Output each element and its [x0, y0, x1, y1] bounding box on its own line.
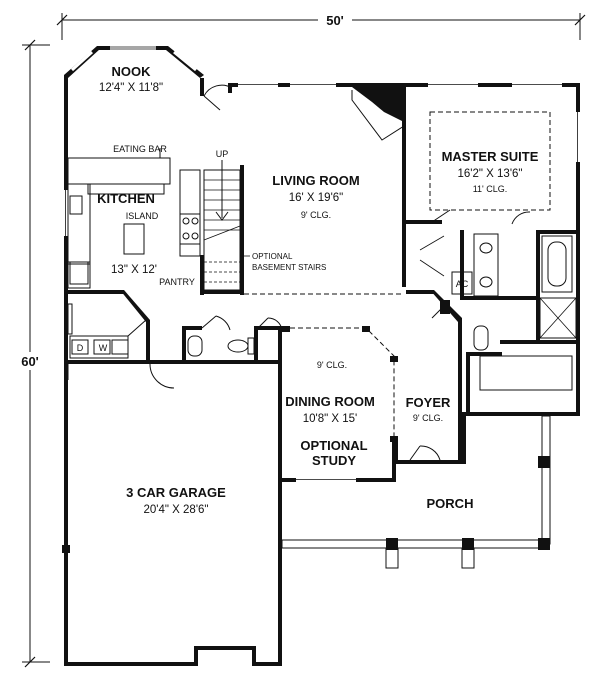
- island-label: ISLAND: [126, 211, 159, 221]
- porch-label: PORCH: [427, 496, 474, 511]
- basement-stairs-line2: BASEMENT STAIRS: [252, 263, 326, 272]
- depth-dimension: 60': [20, 39, 50, 668]
- nook-size: 12'4" X 11'8": [99, 82, 163, 94]
- kitchen-island: [123, 223, 145, 255]
- nook-windows: [64, 46, 580, 482]
- eating-bar-label: EATING BAR: [113, 144, 167, 154]
- master-bath: [419, 233, 577, 391]
- dining-room-boundary: [282, 327, 395, 440]
- fireplace-hearth: [351, 90, 405, 141]
- foyer-ceiling: 9' CLG.: [413, 413, 443, 423]
- depth-dimension-label: 60': [21, 354, 39, 369]
- dining-room-size: 10'8" X 15': [303, 413, 358, 425]
- powder-room: [187, 315, 283, 357]
- garage-label: 3 CAR GARAGE: [126, 485, 226, 500]
- porch-railing: [281, 415, 551, 569]
- kitchen-size: 13" X 12': [111, 264, 157, 276]
- width-dimension: 50': [56, 12, 586, 40]
- washer-label: W: [99, 343, 108, 353]
- master-suite-ceiling: 11' CLG.: [473, 184, 508, 194]
- living-room-label: LIVING ROOM: [272, 173, 359, 188]
- dryer-label: D: [77, 343, 84, 353]
- stairs-up-label: UP: [216, 149, 229, 159]
- optional-study-line2: STUDY: [312, 453, 356, 468]
- living-room-ceiling: 9' CLG.: [301, 210, 331, 220]
- master-suite-size: 16'2" X 13'6": [458, 168, 523, 180]
- nook-label: NOOK: [112, 64, 152, 79]
- ac-label: AC: [456, 279, 469, 289]
- foyer-label: FOYER: [406, 395, 451, 410]
- interior-walls: [64, 87, 580, 482]
- basement-stairs-line1: OPTIONAL: [252, 252, 293, 261]
- optional-study-line1: OPTIONAL: [300, 438, 367, 453]
- garage-size: 20'4" X 28'6": [144, 504, 209, 516]
- master-doors: [431, 209, 531, 225]
- entry-door: [409, 445, 441, 461]
- living-room-size: 16' X 19'6": [289, 192, 344, 204]
- master-tray-ceiling: [429, 111, 551, 211]
- dining-room-label: DINING ROOM: [285, 394, 375, 409]
- master-suite-label: MASTER SUITE: [442, 149, 539, 164]
- kitchen-label: KITCHEN: [97, 191, 155, 206]
- pantry-label: PANTRY: [159, 277, 195, 287]
- stairs: [203, 160, 250, 291]
- laundry: [67, 303, 147, 359]
- width-dimension-label: 50': [326, 13, 344, 28]
- garage-details: [62, 363, 175, 553]
- dining-room-ceiling: 9' CLG.: [317, 360, 347, 370]
- kitchen-cabinetry: [67, 148, 201, 289]
- nook-door: [203, 83, 233, 111]
